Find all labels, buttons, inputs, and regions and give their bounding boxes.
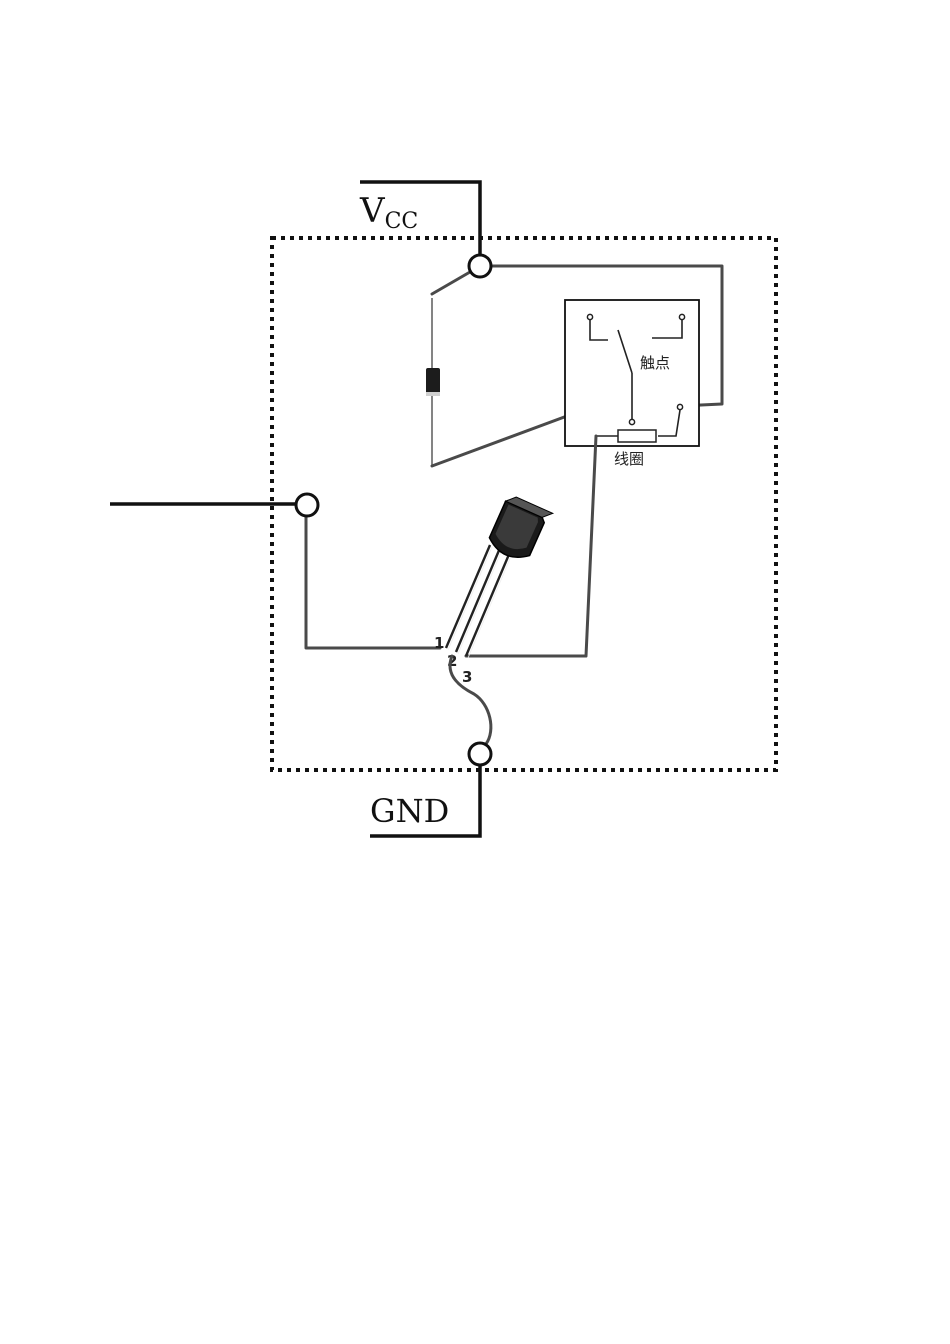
- emitter-to-gnd-wire: [448, 654, 493, 746]
- input-terminal: [294, 492, 320, 518]
- gnd-label: GND: [370, 792, 449, 830]
- coil-to-collector-wire: [464, 434, 598, 658]
- diode-body: [426, 368, 440, 396]
- pin-1-label: 1: [434, 634, 444, 652]
- coil-label: 线圈: [614, 450, 644, 468]
- vcc-to-relay-wire: [490, 264, 724, 408]
- contact-label: 触点: [640, 354, 670, 372]
- pin-3-label: 3: [462, 668, 472, 686]
- vcc-lead: [360, 180, 482, 254]
- coil-right-dot: [676, 403, 684, 411]
- diode-band: [426, 392, 440, 396]
- contact-switch-arm: [617, 329, 633, 374]
- vcc-terminal: [467, 253, 493, 279]
- contact-right-line: [652, 320, 683, 339]
- transistor-icon: [444, 496, 555, 659]
- contact-left-dot: [586, 313, 594, 321]
- coil-right-line: [658, 409, 681, 437]
- module-boundary: [270, 236, 778, 772]
- coil-resistor-icon: [617, 429, 657, 443]
- input-to-base-wire: [304, 514, 442, 650]
- gnd-terminal: [467, 741, 493, 767]
- gnd-lead: [370, 766, 482, 838]
- contact-right-dot: [678, 313, 686, 321]
- contact-left-line: [589, 320, 608, 341]
- diode-top-wire: [430, 270, 472, 296]
- pin-2-label: 2: [447, 652, 457, 670]
- vcc-label: VCC: [359, 191, 418, 234]
- contact-common-dot: [628, 418, 636, 426]
